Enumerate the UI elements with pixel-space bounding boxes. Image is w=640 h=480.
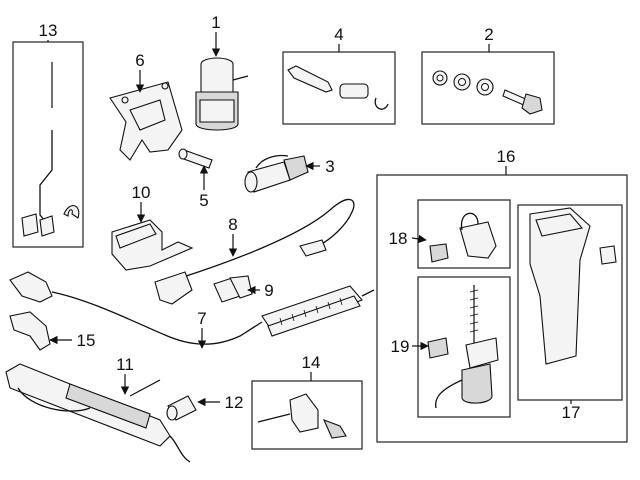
callout-3: 3	[305, 157, 335, 176]
callout-7: 7	[197, 309, 207, 349]
callout-1: 1	[211, 13, 221, 57]
group-box-13	[12, 41, 84, 248]
callout-17: 17	[562, 400, 581, 422]
callout-label-7: 7	[197, 309, 206, 328]
callout-label-1: 1	[211, 13, 220, 32]
part-5-fitting	[178, 148, 213, 169]
group-box-18	[417, 199, 511, 269]
part-10-bracket	[111, 219, 194, 271]
callout-15: 15	[49, 331, 96, 350]
part-9-clip	[213, 275, 253, 303]
part-3-actuator-motor	[244, 154, 309, 193]
callout-label-10: 10	[132, 183, 151, 202]
callout-label-5: 5	[199, 191, 208, 210]
group-box-19	[417, 276, 511, 418]
callout-4: 4	[334, 25, 344, 52]
callout-label-14: 14	[302, 353, 321, 372]
callout-10: 10	[132, 183, 151, 223]
callout-label-12: 12	[225, 393, 244, 412]
callout-label-19: 19	[391, 337, 410, 356]
callout-14: 14	[302, 353, 321, 381]
part-6-bracket	[109, 81, 183, 161]
callout-16: 16	[497, 147, 516, 175]
callout-label-16: 16	[497, 147, 516, 166]
callout-19: 19	[391, 337, 429, 356]
callout-11: 11	[116, 355, 134, 395]
group-box-2	[421, 51, 555, 125]
callout-label-17: 17	[562, 403, 581, 422]
group-box-16	[376, 174, 628, 443]
part-12-fitting	[166, 395, 197, 421]
callout-12: 12	[197, 393, 244, 412]
group-box-17	[517, 204, 623, 401]
group-box-4	[282, 51, 396, 125]
callout-label-2: 2	[484, 25, 493, 44]
part-11-hydraulic-cylinder	[5, 363, 191, 463]
callout-label-4: 4	[334, 25, 343, 44]
callout-label-13: 13	[39, 21, 58, 40]
part-15-bracket	[9, 311, 51, 351]
part-8-cable	[154, 198, 355, 305]
callout-2: 2	[484, 25, 494, 52]
group-box-14	[251, 380, 363, 450]
callout-label-11: 11	[116, 355, 134, 374]
callout-6: 6	[135, 51, 145, 93]
part-17-housing	[529, 207, 617, 365]
part-4-valve-kit	[287, 65, 389, 110]
callout-label-15: 15	[77, 331, 96, 350]
callout-label-3: 3	[325, 157, 334, 176]
callout-8: 8	[228, 215, 238, 257]
part-19-adjuster	[427, 285, 499, 409]
part-13-rod-assembly	[21, 62, 80, 237]
callout-9: 9	[247, 281, 274, 300]
callout-13: 13	[39, 21, 58, 42]
part-7-latch-assembly	[9, 271, 375, 345]
callout-18: 18	[389, 229, 427, 248]
part-1-pump-motor	[195, 57, 249, 131]
part-14-sensor-kit	[257, 393, 347, 439]
callout-label-18: 18	[389, 229, 408, 248]
callout-5: 5	[199, 165, 209, 210]
part-2-seal-kit	[432, 70, 543, 115]
callout-label-8: 8	[228, 215, 237, 234]
callout-label-9: 9	[264, 281, 273, 300]
part-18-sensor-kit	[429, 212, 497, 263]
callout-label-6: 6	[135, 51, 144, 70]
